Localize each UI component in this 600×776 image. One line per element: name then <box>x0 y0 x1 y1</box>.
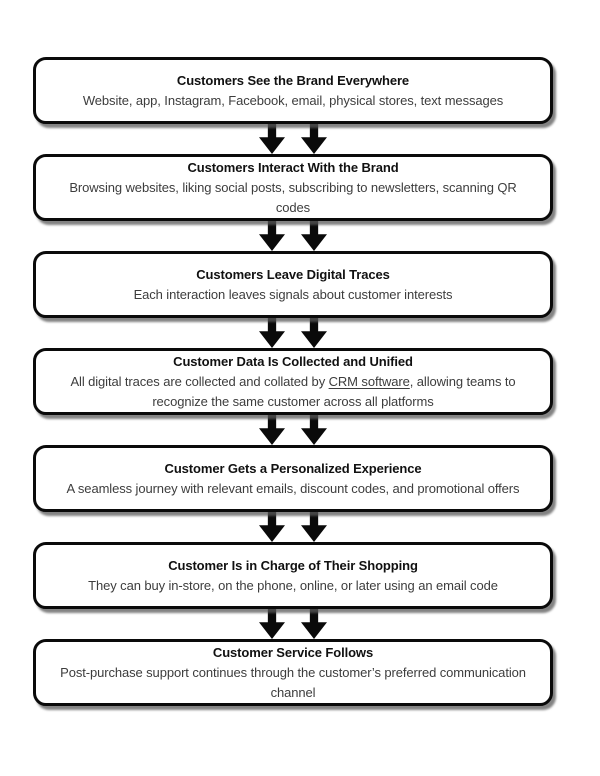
flow-step-data-unified: Customer Data Is Collected and Unified A… <box>33 348 553 415</box>
down-arrow-icon <box>301 512 327 542</box>
step-description-text: Post-purchase support continues through … <box>60 664 526 700</box>
flow-step-see-brand: Customers See the Brand Everywhere Websi… <box>33 57 553 124</box>
step-description-text: Website, app, Instagram, Facebook, email… <box>82 92 504 108</box>
down-arrow-icon <box>259 609 285 639</box>
down-arrow-icon <box>259 512 285 542</box>
down-arrow-icon <box>259 124 285 154</box>
down-arrow-icon <box>301 318 327 348</box>
flow-step-personalized-experience: Customer Gets a Personalized Experience … <box>33 445 553 512</box>
flow-connector <box>33 318 553 348</box>
flow-connector <box>33 512 553 542</box>
down-arrow-icon <box>301 221 327 251</box>
flow-connector <box>33 124 553 154</box>
crm-software-link[interactable]: CRM software <box>328 373 410 389</box>
flow-connector <box>33 415 553 445</box>
step-title: Customers Leave Digital Traces <box>196 266 390 282</box>
step-title: Customer Data Is Collected and Unified <box>173 353 413 369</box>
flow-step-digital-traces: Customers Leave Digital Traces Each inte… <box>33 251 553 318</box>
flow-step-interact: Customers Interact With the Brand Browsi… <box>33 154 553 221</box>
step-title: Customers Interact With the Brand <box>187 159 399 175</box>
customer-journey-flowchart: Customers See the Brand Everywhere Websi… <box>33 0 553 706</box>
down-arrow-icon <box>259 415 285 445</box>
down-arrow-icon <box>301 609 327 639</box>
step-description-text: Each interaction leaves signals about cu… <box>133 286 453 302</box>
step-description: They can buy in-store, on the phone, onl… <box>88 576 498 596</box>
step-title: Customers See the Brand Everywhere <box>176 72 410 88</box>
down-arrow-icon <box>301 124 327 154</box>
step-description-text: , allowing teams to recognize the same c… <box>152 373 516 409</box>
flow-connector <box>33 609 553 639</box>
step-description-text: They can buy in-store, on the phone, onl… <box>88 577 498 593</box>
down-arrow-icon <box>259 318 285 348</box>
step-description-text: A seamless journey with relevant emails,… <box>66 480 520 496</box>
step-description-text: All digital traces are collected and col… <box>70 373 329 389</box>
step-title: Customer Is in Charge of Their Shopping <box>168 557 418 573</box>
down-arrow-icon <box>301 415 327 445</box>
step-description-text: Browsing websites, liking social posts, … <box>69 179 517 215</box>
step-description: Website, app, Instagram, Facebook, email… <box>83 91 503 111</box>
step-description: Post-purchase support continues through … <box>52 663 534 703</box>
step-description: Each interaction leaves signals about cu… <box>134 285 453 305</box>
step-description: A seamless journey with relevant emails,… <box>67 479 520 499</box>
flow-connector <box>33 221 553 251</box>
flow-step-service-follows: Customer Service Follows Post-purchase s… <box>33 639 553 706</box>
step-title: Customer Service Follows <box>212 644 374 660</box>
down-arrow-icon <box>259 221 285 251</box>
flow-step-customer-in-charge: Customer Is in Charge of Their Shopping … <box>33 542 553 609</box>
step-description: Browsing websites, liking social posts, … <box>52 178 534 218</box>
step-description: All digital traces are collected and col… <box>52 372 534 412</box>
step-title: Customer Gets a Personalized Experience <box>164 460 422 476</box>
